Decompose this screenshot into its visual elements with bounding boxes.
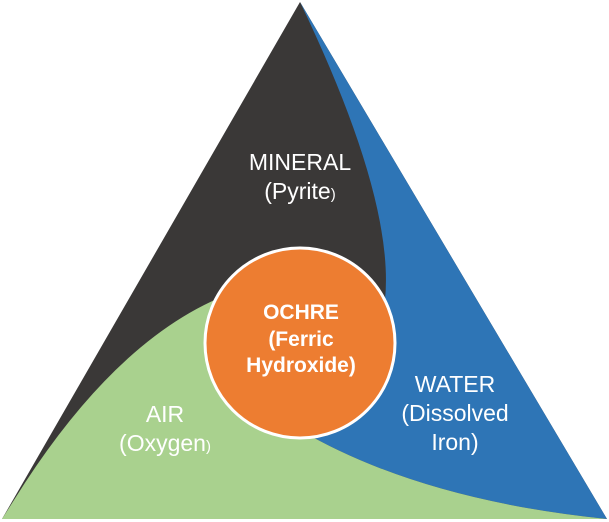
- ochre-line3: Hydroxide): [246, 354, 356, 378]
- air-subtitle: (Oxygen): [119, 429, 211, 456]
- water-title: WATER: [414, 371, 496, 397]
- water-subtitle: (Dissolved: [401, 399, 509, 426]
- ochre-title: OCHRE: [263, 301, 339, 324]
- ochre-label: OCHRE (Ferric Hydroxide): [208, 300, 394, 380]
- mineral-label: MINERAL (Pyrite): [195, 148, 405, 206]
- water-subtitle-2: Iron): [431, 428, 479, 455]
- mineral-subtitle: (Pyrite): [264, 177, 336, 204]
- air-region: [2, 290, 607, 519]
- ochre-circle: [203, 246, 397, 440]
- air-label: AIR (Oxygen): [80, 400, 250, 458]
- water-label: WATER (Dissolved Iron): [370, 370, 540, 456]
- ochre-line2: (Ferric: [268, 327, 334, 351]
- mineral-title: MINERAL: [248, 149, 352, 175]
- air-title: AIR: [145, 401, 185, 427]
